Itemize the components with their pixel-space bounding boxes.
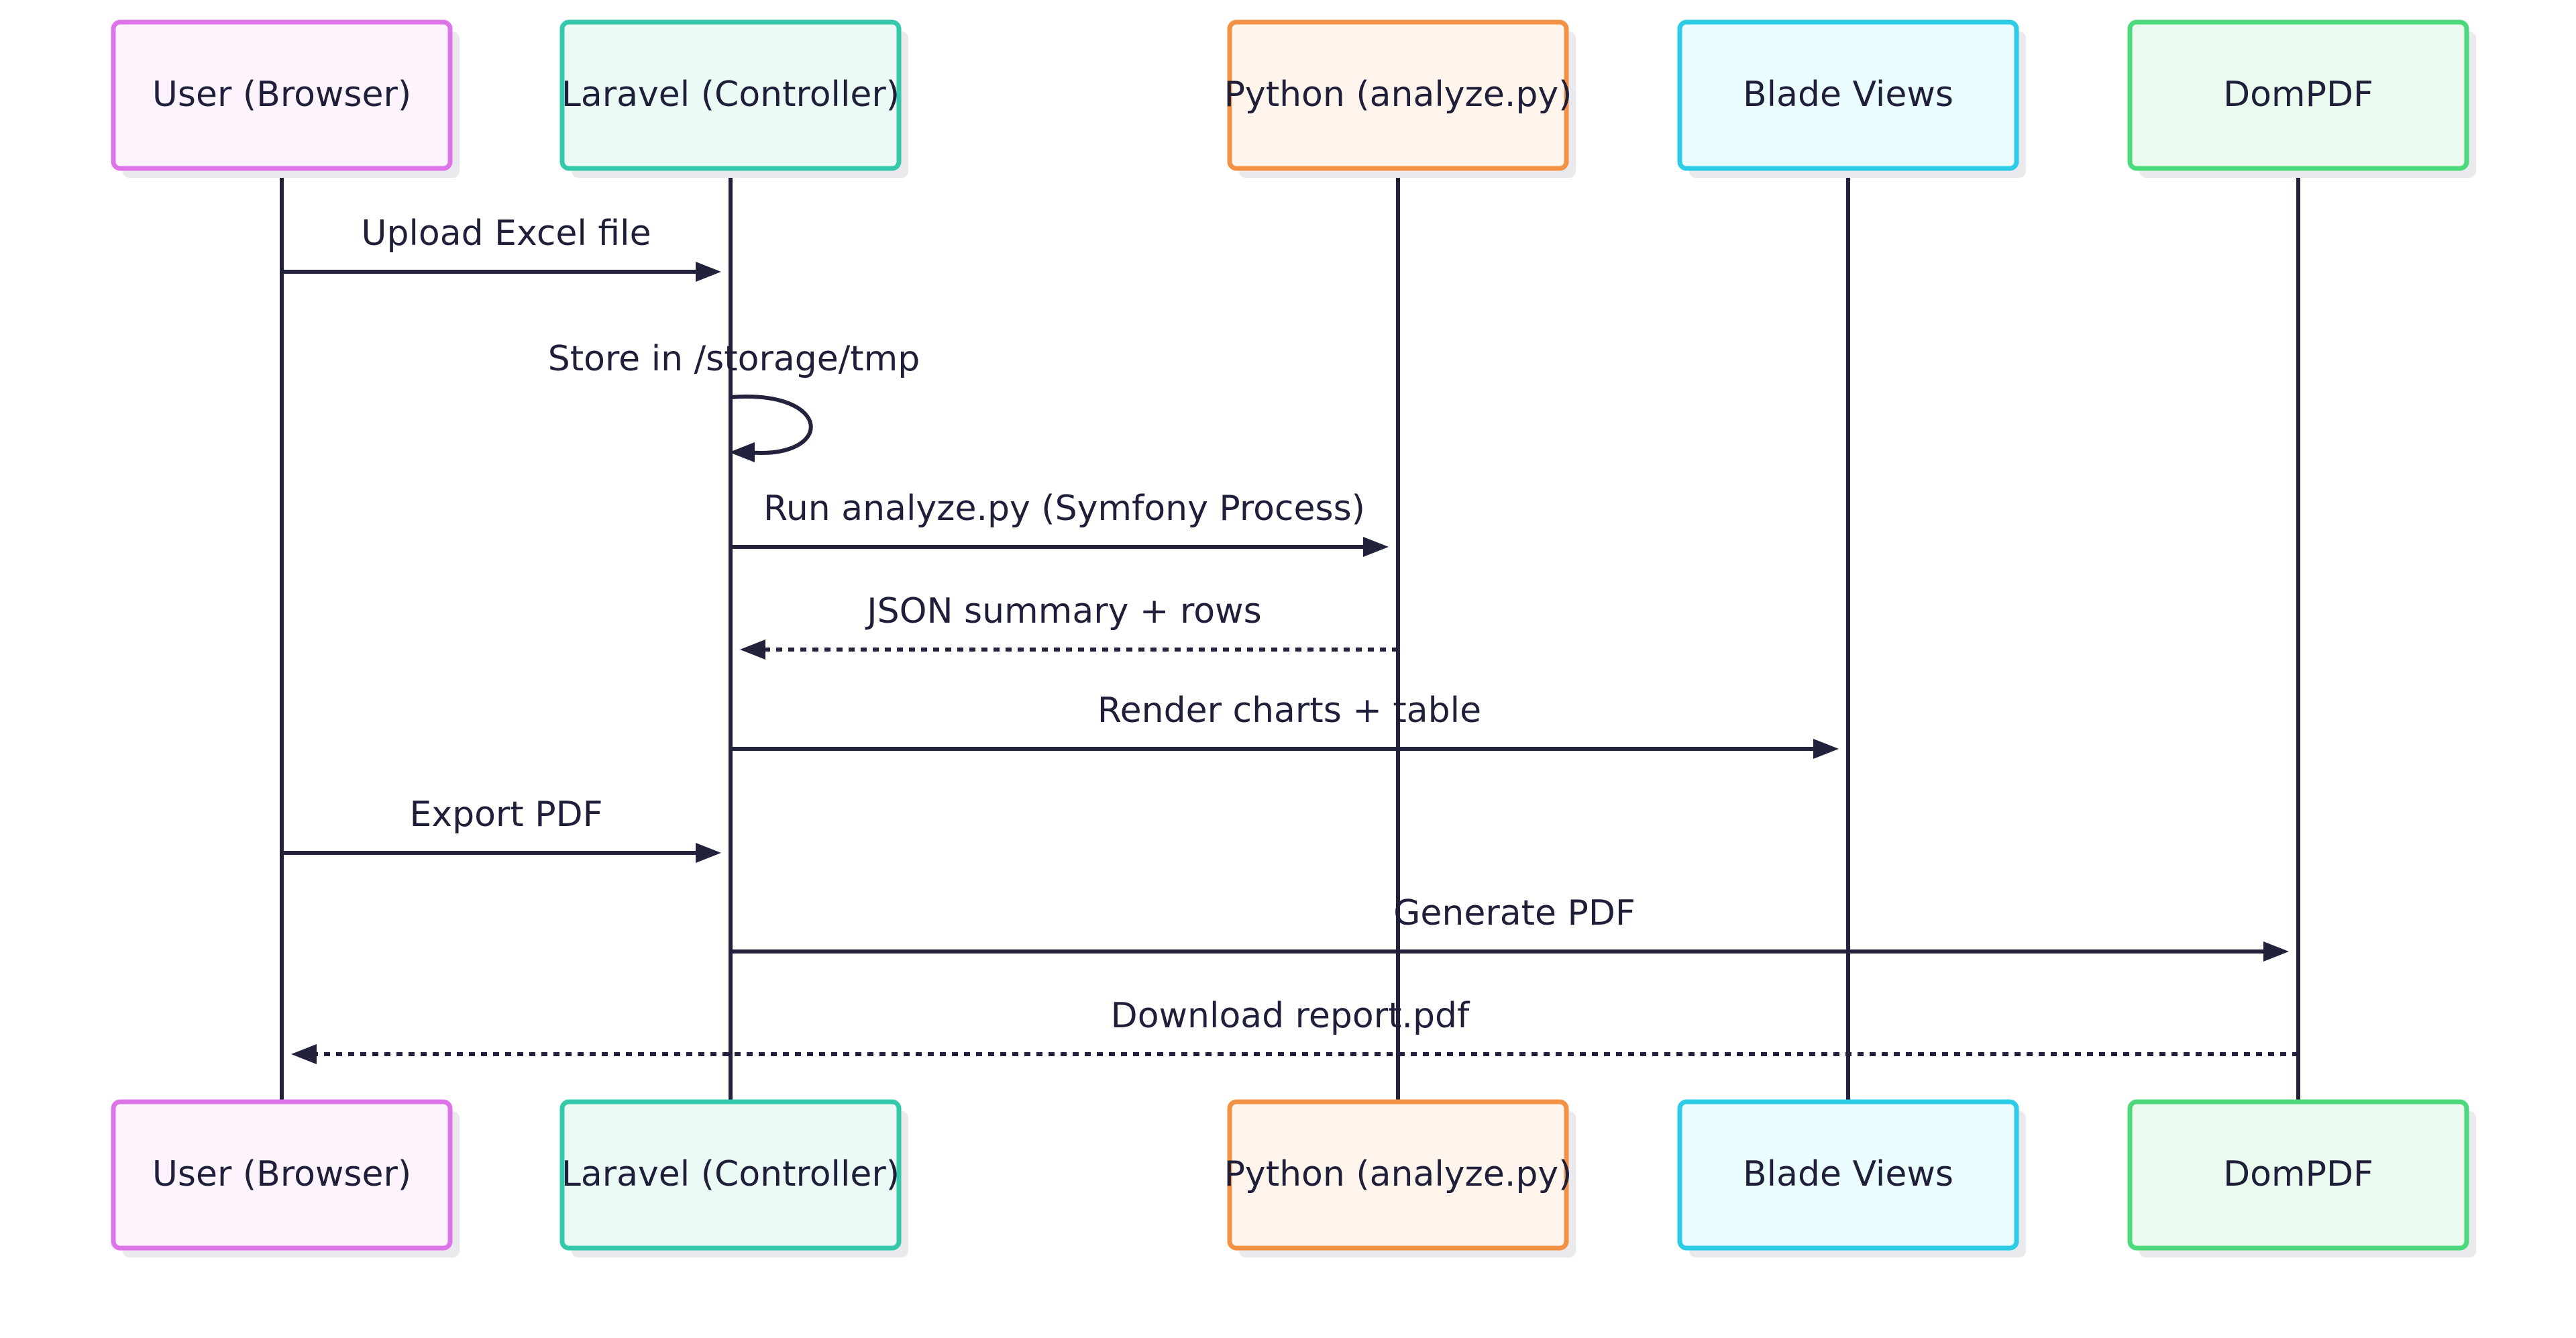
message-1: Upload Excel file [282,213,721,282]
actor-box [111,19,453,171]
arrowhead [291,1044,317,1064]
actor-blade-bottom: Blade Views [1677,1099,2026,1257]
actor-box [2127,1099,2469,1251]
actor-laravel-bottom: Laravel (Controller) [559,1099,908,1257]
actor-box [559,1099,902,1251]
message-label: Render charts + table [1097,690,1481,731]
actor-user-bottom: User (Browser) [111,1099,460,1257]
message-5: Render charts + table [731,690,1839,759]
arrowhead [740,639,765,660]
actor-box [1227,19,1569,171]
actor-label: User (Browser) [152,74,411,115]
arrowhead [729,442,755,462]
message-label: Generate PDF [1393,893,1635,933]
message-label: Upload Excel file [361,213,651,254]
actor-dompdf-bottom: DomPDF [2127,1099,2476,1257]
actor-box [559,19,902,171]
arrowhead [696,843,721,863]
actor-label: Python (analyze.py) [1224,74,1572,115]
actor-dompdf-top: DomPDF [2127,19,2476,178]
actor-label: Laravel (Controller) [561,74,900,115]
message-3: Run analyze.py (Symfony Process) [731,488,1389,557]
actor-python-bottom: Python (analyze.py) [1224,1099,1576,1257]
actor-box [1677,19,2019,171]
message-6: Export PDF [282,794,721,863]
message-4: JSON summary + rows [740,591,1398,660]
actor-label: Blade Views [1743,1154,1953,1194]
actor-box [1227,1099,1569,1251]
actor-laravel-top: Laravel (Controller) [559,19,908,178]
actor-label: DomPDF [2223,74,2373,115]
message-8: Download report.pdf [291,996,2298,1064]
actor-label: DomPDF [2223,1154,2373,1194]
actor-label: Python (analyze.py) [1224,1154,1572,1194]
message-2: Store in /storage/tmp [548,339,920,462]
actor-blade-top: Blade Views [1677,19,2026,178]
actor-box [2127,19,2469,171]
actor-label: User (Browser) [152,1154,411,1194]
message-label: Export PDF [409,794,602,835]
message-label: JSON summary + rows [865,591,1261,631]
message-label: Download report.pdf [1111,996,1470,1036]
actor-user-top: User (Browser) [111,19,460,178]
arrowhead [2263,941,2289,962]
actor-python-top: Python (analyze.py) [1224,19,1576,178]
message-label: Store in /storage/tmp [548,339,920,379]
arrowhead [696,262,721,282]
actor-label: Blade Views [1743,74,1953,115]
actor-box [111,1099,453,1251]
message-7: Generate PDF [731,893,2289,962]
actor-label: Laravel (Controller) [561,1154,900,1194]
actor-box [1677,1099,2019,1251]
message-line [730,395,813,455]
arrowhead [1363,537,1389,557]
arrowhead [1813,739,1839,759]
message-label: Run analyze.py (Symfony Process) [763,488,1365,529]
